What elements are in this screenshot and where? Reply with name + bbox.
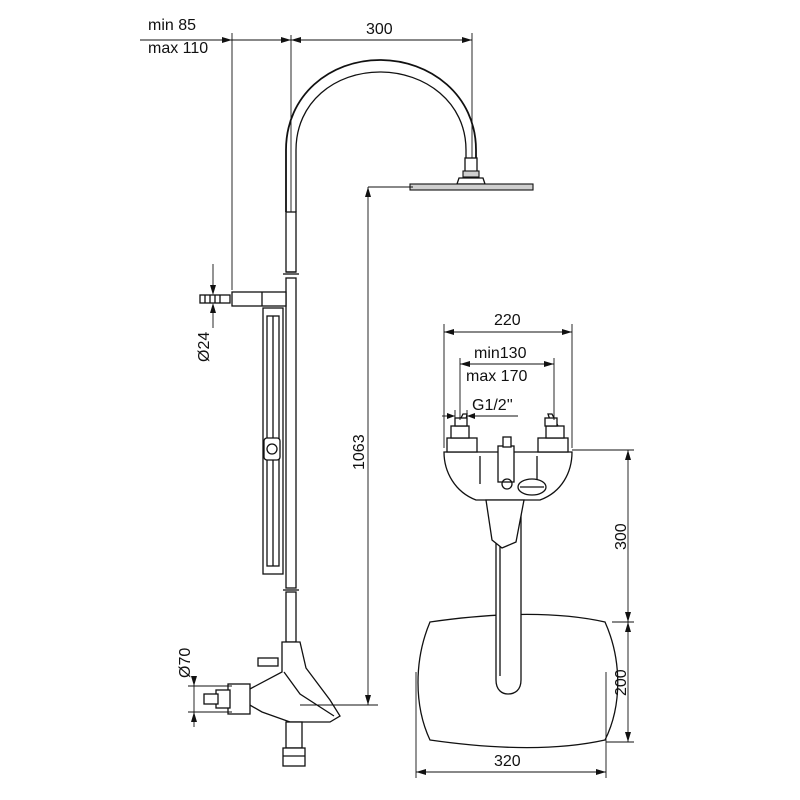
mixer-side [203, 641, 341, 767]
spout-projection-label: 300 [613, 523, 630, 550]
flange-width-label: 320 [494, 753, 521, 770]
mixer-body [443, 436, 573, 549]
arm-offset-min-label: min 85 [148, 17, 196, 34]
flange-height-label: 200 [613, 669, 630, 696]
bracket-diameter-label: Ø24 [196, 332, 213, 362]
front-view [417, 413, 619, 749]
shower-head [409, 157, 534, 191]
slide-rail [262, 307, 284, 575]
flange-diameter-label: Ø70 [177, 648, 194, 678]
spout [495, 501, 522, 695]
riser-column [283, 35, 299, 643]
arm-offset-max-label: max 110 [148, 40, 208, 57]
front-dimensions: 220 min130 max 170 G1/2'' 300 200 [415, 312, 634, 778]
connection-thread-label: G1/2'' [472, 397, 513, 414]
column-height-label: 1063 [351, 434, 368, 470]
right-connector [537, 413, 569, 453]
wall-bracket [199, 291, 287, 307]
centers-max-label: max 170 [466, 368, 527, 385]
gooseneck-arm [285, 59, 477, 212]
mixer-width-label: 220 [494, 312, 521, 329]
head-reach-label: 300 [366, 21, 393, 38]
side-dimensions: min 85 max 110 300 1063 Ø24 Ø70 [140, 17, 473, 727]
side-view [199, 35, 534, 767]
left-connector [446, 413, 478, 453]
centers-min-label: min130 [474, 345, 527, 362]
